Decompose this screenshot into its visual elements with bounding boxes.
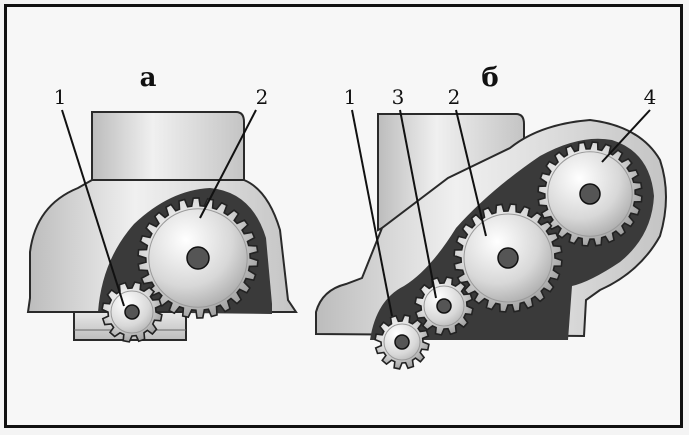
panel-a-gear-1 bbox=[101, 281, 163, 343]
gear-a2-hub bbox=[186, 246, 210, 270]
panel-a-label-1: 1 bbox=[54, 85, 67, 109]
gear-b3-hub bbox=[436, 298, 452, 314]
panel-b-leader-1 bbox=[351, 109, 393, 317]
gear-b1-ring bbox=[383, 323, 421, 361]
gear-b4-hub bbox=[579, 183, 601, 205]
panel-b-gear-2 bbox=[453, 203, 563, 313]
gear-b1-hub bbox=[394, 334, 410, 350]
gear-b2-ring bbox=[463, 213, 553, 303]
gear-a1-ring bbox=[110, 290, 154, 334]
gear-a2-ring bbox=[148, 208, 248, 308]
gear-b4-ring bbox=[547, 151, 633, 237]
panel-a-title: а bbox=[140, 63, 157, 93]
panel-b-gear-1 bbox=[374, 314, 430, 370]
panel-a-housing-block bbox=[91, 111, 245, 181]
panel-b-label-1: 1 bbox=[344, 85, 357, 109]
panel-a-label-2: 2 bbox=[256, 85, 269, 109]
panel-b-label-3: 3 bbox=[392, 85, 405, 109]
panel-a: а 1 2 bbox=[26, 63, 298, 343]
panel-b-gear-3 bbox=[414, 276, 474, 336]
panel-b: б 1 3 2 4 bbox=[315, 63, 667, 370]
gear-b3-ring bbox=[423, 285, 465, 327]
panel-b-gear-4 bbox=[537, 141, 643, 247]
panel-a-leader-2 bbox=[199, 109, 257, 219]
panel-b-leader-4 bbox=[601, 109, 651, 163]
panel-b-leader-3 bbox=[399, 109, 437, 299]
gear-b2-hub bbox=[497, 247, 519, 269]
panel-b-label-4: 4 bbox=[644, 85, 657, 109]
gear-a1-hub bbox=[124, 304, 140, 320]
panel-a-leader-1 bbox=[61, 109, 125, 307]
panel-b-leader-2 bbox=[455, 109, 487, 237]
panel-a-gear-2 bbox=[137, 197, 259, 319]
panel-b-label-2: 2 bbox=[448, 85, 461, 109]
panel-b-title: б bbox=[481, 63, 498, 93]
